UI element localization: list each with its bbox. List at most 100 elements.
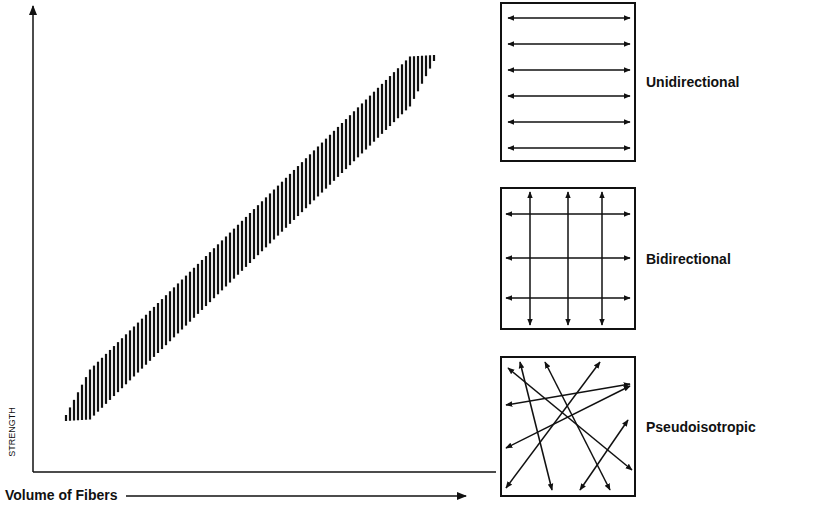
hatch-line	[325, 139, 327, 189]
hatch-line	[365, 100, 367, 150]
hatch-line	[165, 295, 167, 345]
hatch-line	[285, 178, 287, 228]
hatch-line	[225, 236, 227, 286]
hatch-line	[109, 350, 111, 400]
hatch-line	[393, 72, 395, 122]
hatch-line	[297, 166, 299, 216]
hatch-line	[69, 407, 71, 420]
hatch-line	[345, 119, 347, 169]
hatch-line	[265, 197, 267, 247]
hatch-line	[417, 56, 419, 91]
hatch-line	[89, 370, 91, 420]
hatch-line	[237, 225, 239, 275]
hatch-line	[261, 201, 263, 251]
hatch-line	[221, 240, 223, 290]
hatch-line	[205, 256, 207, 306]
hatch-line	[309, 154, 311, 204]
hatch-line	[385, 80, 387, 130]
hatch-line	[409, 56, 411, 106]
hatch-line	[429, 55, 431, 68]
fiber-arrow	[508, 69, 630, 71]
hatch-line	[217, 244, 219, 294]
hatch-line	[193, 268, 195, 318]
hatch-line	[73, 400, 75, 421]
pattern-label: Bidirectional	[646, 251, 731, 267]
hatch-line	[133, 326, 135, 376]
hatch-line	[157, 303, 159, 353]
hatch-line	[113, 346, 115, 396]
hatch-line	[125, 334, 127, 384]
hatch-line	[85, 377, 87, 420]
hatch-line	[381, 84, 383, 134]
pattern-label: Pseudoisotropic	[646, 419, 756, 435]
hatch-line	[145, 315, 147, 365]
hatch-line	[149, 311, 151, 361]
hatch-line	[121, 338, 123, 388]
hatch-line	[329, 135, 331, 185]
axis-arrow	[126, 495, 466, 496]
x-axis-label: Volume of Fibers	[5, 487, 118, 503]
hatch-line	[333, 131, 335, 181]
hatch-line	[317, 146, 319, 196]
hatch-line	[361, 103, 363, 153]
hatch-line	[209, 252, 211, 302]
hatch-line	[369, 96, 371, 146]
hatch-line	[257, 205, 259, 255]
fiber-arrow	[508, 43, 630, 45]
hatch-line	[229, 233, 231, 283]
hatch-line	[413, 56, 415, 99]
hatch-line	[137, 323, 139, 373]
hatch-line	[289, 174, 291, 224]
hatch-line	[253, 209, 255, 259]
hatch-line	[389, 76, 391, 126]
pattern-frame	[500, 356, 636, 497]
x-axis	[33, 471, 496, 473]
hatch-line	[401, 64, 403, 114]
hatch-line	[249, 213, 251, 263]
hatch-line	[153, 307, 155, 357]
pattern-frame	[500, 187, 636, 330]
hatch-line	[273, 190, 275, 240]
hatch-line	[233, 229, 235, 279]
hatch-line	[177, 283, 179, 333]
hatch-line	[313, 150, 315, 200]
hatch-line	[213, 248, 215, 298]
hatch-line	[341, 123, 343, 173]
hatch-line	[181, 280, 183, 330]
hatch-line	[117, 342, 119, 392]
fiber-arrow	[508, 17, 630, 19]
hatch-line	[93, 366, 95, 416]
pattern-box: Bidirectional	[500, 187, 818, 330]
fiber-arrow	[508, 147, 630, 149]
hatch-line	[305, 158, 307, 208]
hatch-line	[321, 143, 323, 193]
pattern-frame	[500, 2, 636, 162]
hatch-line	[169, 291, 171, 341]
fiber-arrows	[506, 18, 632, 490]
hatch-line	[201, 260, 203, 310]
y-axis	[32, 6, 34, 472]
fiber-arrow	[508, 121, 630, 123]
hatch-line	[197, 264, 199, 314]
hatch-line	[81, 385, 83, 420]
hatch-line	[337, 127, 339, 177]
hatch-line	[357, 107, 359, 157]
hatch-line	[77, 392, 79, 420]
hatch-line	[161, 299, 163, 349]
hatch-line	[301, 162, 303, 212]
fiber-arrow	[506, 213, 630, 215]
hatch-line	[293, 170, 295, 220]
hatch-line	[97, 362, 99, 412]
pattern-label: Unidirectional	[646, 74, 739, 90]
hatch-line	[377, 88, 379, 138]
hatch-line	[353, 111, 355, 161]
fiber-arrow	[580, 420, 628, 490]
hatch-line	[421, 56, 423, 84]
hatch-line	[101, 358, 103, 408]
hatch-line	[269, 193, 271, 243]
hatch-line	[65, 415, 67, 421]
fiber-arrow	[506, 362, 600, 488]
pattern-box: Pseudoisotropic	[500, 356, 818, 497]
fiber-arrow	[506, 257, 630, 259]
